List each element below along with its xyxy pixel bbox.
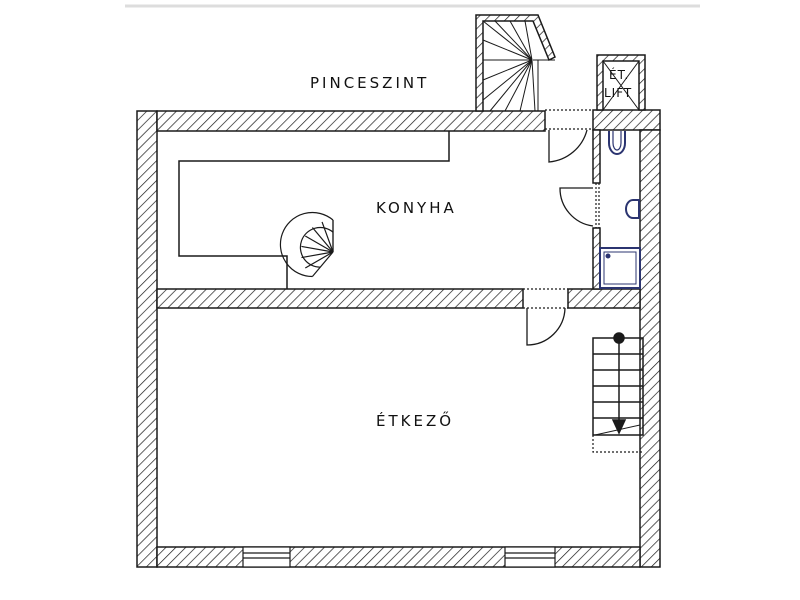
upper-stair: [482, 20, 555, 112]
stair-tread: [304, 235, 334, 253]
stair-tread: [321, 221, 334, 253]
stair-tread: [519, 59, 533, 112]
wall-middle-left: [156, 288, 524, 309]
stair-tread: [482, 39, 533, 61]
wall-top-right: [592, 109, 661, 131]
bathroom-partition-upper: [592, 129, 601, 184]
bathroom-partition-lower: [592, 227, 601, 290]
kitchen-counter: [178, 131, 450, 289]
stair-tower-wall: [475, 14, 556, 112]
wall-bottom: [156, 546, 641, 568]
stair-tread: [301, 245, 334, 253]
wall-top-left: [156, 110, 546, 132]
lift-cross: [602, 60, 640, 111]
wall-right: [639, 129, 661, 568]
toilet-icon: [608, 131, 626, 155]
stair-tread: [311, 227, 334, 253]
stair-tread: [489, 59, 533, 112]
stair-break-line: [594, 424, 641, 436]
windows: [242, 546, 556, 568]
stair-tread: [531, 59, 536, 112]
window-right: [504, 546, 556, 568]
stair-tread: [482, 20, 533, 61]
bathroom-fixtures: [599, 131, 641, 289]
shower-tray-inner: [603, 251, 637, 285]
spiral-staircase: [279, 211, 334, 278]
stair-tread: [301, 251, 334, 259]
stair-arrow-icon: [611, 419, 627, 435]
stair-tread: [524, 20, 533, 61]
stair-tread: [494, 20, 533, 61]
door-kitchen-dining: [526, 307, 566, 346]
toilet-seat-icon: [612, 131, 622, 151]
floor-title: PINCESZINT: [310, 74, 429, 92]
shower-tray-icon: [599, 247, 641, 289]
opening-markers: [523, 109, 600, 309]
room-label-kitchen: KONYHA: [376, 199, 457, 217]
lift-label-line1: ÉT.: [609, 67, 629, 82]
stair-tread: [504, 59, 533, 112]
door-stair-kitchen: [548, 129, 588, 163]
fan-stair-treads: [482, 20, 536, 112]
stair-tread: [482, 59, 533, 101]
stair-hidden-outline: [592, 435, 643, 453]
straight-staircase: [592, 332, 644, 453]
room-label-dining: ÉTKEZŐ: [376, 410, 454, 430]
stair-tread: [304, 251, 334, 269]
lift-label-line2: LIFT: [604, 86, 632, 100]
sink-icon: [625, 199, 640, 219]
shower-drain-icon: [605, 253, 611, 259]
door-bathroom: [559, 187, 594, 227]
wall-middle-right: [567, 288, 641, 309]
stair-tread: [509, 20, 533, 61]
dumbwaiter-lift: ÉT. LIFT: [602, 60, 640, 111]
stair-arc: [279, 211, 334, 278]
stair-tread: [311, 251, 334, 277]
wall-left: [136, 110, 158, 568]
doors: [526, 129, 594, 346]
window-left: [242, 546, 291, 568]
stair-tread: [482, 59, 533, 81]
stair-start-dot-icon: [613, 332, 625, 344]
